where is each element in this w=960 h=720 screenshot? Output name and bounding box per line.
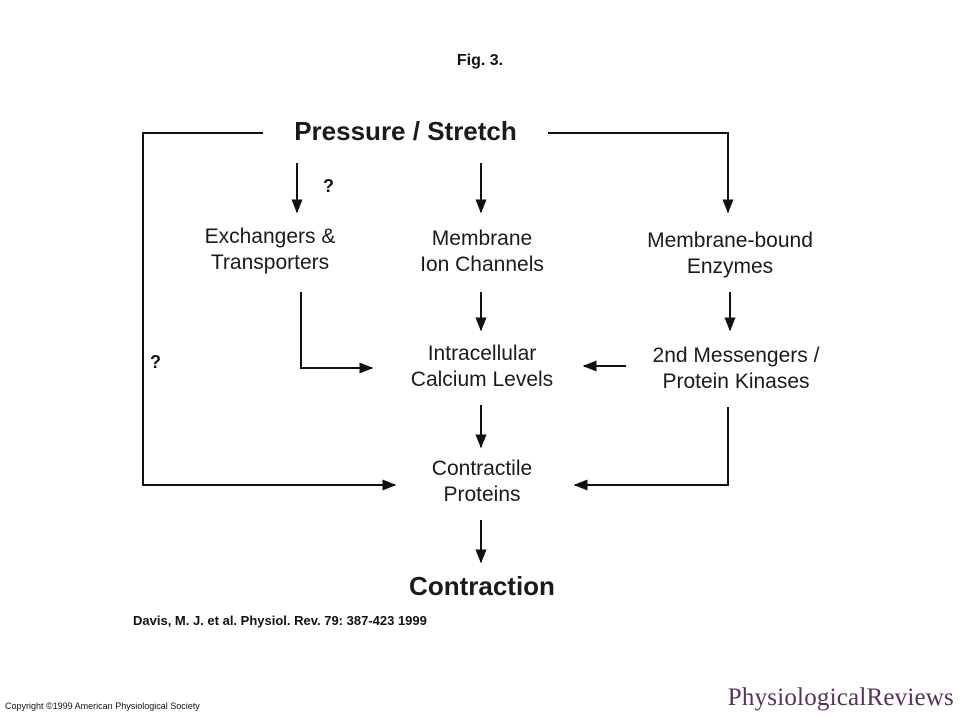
node-contractile-line-2: Proteins xyxy=(443,483,521,506)
node-ion-channels-line-2: Ion Channels xyxy=(420,253,544,276)
node-second-messengers: 2nd Messengers / Protein Kinases xyxy=(620,343,852,395)
copyright-notice: Copyright ©1999 American Physiological S… xyxy=(5,701,200,711)
arrow-messengers-to-contractile xyxy=(573,407,729,491)
arrow-pressure-to-enzymes xyxy=(548,132,734,214)
figure-title: Fig. 3. xyxy=(456,52,504,69)
node-messengers-line-1: 2nd Messengers / xyxy=(652,344,820,367)
node-exchangers-line-1: Exchangers & xyxy=(204,225,336,248)
node-intracellular-calcium: Intracellular Calcium Levels xyxy=(377,341,587,393)
node-enzymes-line-2: Enzymes xyxy=(686,255,774,278)
node-enzymes-line-1: Membrane-bound xyxy=(647,229,813,252)
node-contractile-line-1: Contractile xyxy=(431,457,533,480)
question-mark-exchangers: ? xyxy=(323,176,334,196)
node-calcium-line-1: Intracellular xyxy=(427,342,537,365)
node-exchangers-line-2: Transporters xyxy=(210,251,330,274)
citation: Davis, M. J. et al. Physiol. Rev. 79: 38… xyxy=(133,613,427,628)
node-ion-channels-line-1: Membrane xyxy=(431,227,533,250)
node-calcium-line-2: Calcium Levels xyxy=(410,368,554,391)
journal-logo: PhysiologicalReviews xyxy=(727,684,954,711)
node-membrane-bound-enzymes: Membrane-bound Enzymes xyxy=(615,228,845,280)
node-contractile-proteins: Contractile Proteins xyxy=(382,456,582,508)
node-membrane-ion-channels: Membrane Ion Channels xyxy=(382,226,582,278)
node-exchangers-transporters: Exchangers & Transporters xyxy=(170,224,370,276)
node-messengers-line-2: Protein Kinases xyxy=(662,370,810,393)
arrow-pressure-to-contractile-left xyxy=(142,132,397,491)
node-contraction: Contraction xyxy=(409,571,555,601)
arrow-exchangers-to-calcium xyxy=(300,292,374,374)
node-pressure-stretch: Pressure / Stretch xyxy=(294,116,517,146)
question-mark-feedback-loop: ? xyxy=(150,352,161,372)
